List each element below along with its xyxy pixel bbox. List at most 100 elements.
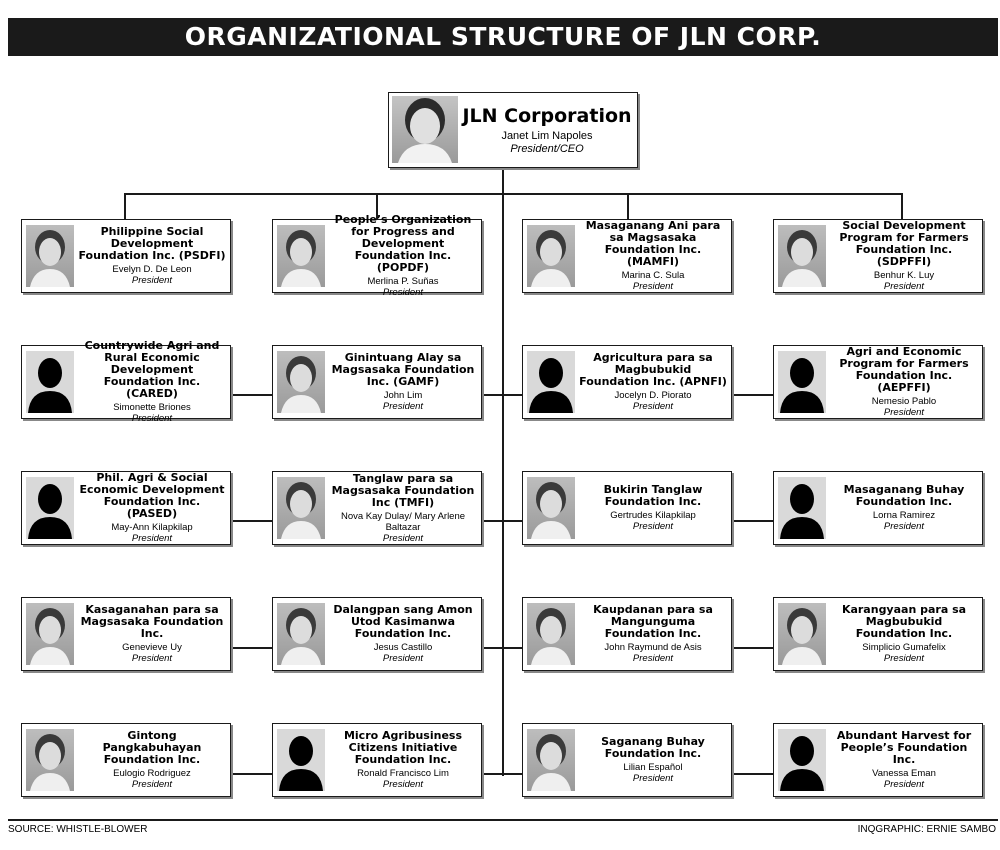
row-line-4 (230, 647, 774, 649)
trunk-line (502, 168, 504, 776)
president-role: President (131, 275, 173, 286)
foundation-box: Kaupdanan para sa Mangunguma Foundation … (522, 597, 732, 671)
president-name: Simonette Briones (113, 402, 191, 413)
foundation-name: Philippine Social Development Foundation… (78, 225, 226, 262)
foundation-name: Dalangpan sang Amon Utod Kasimanwa Found… (333, 603, 473, 640)
foundation-box: Dalangpan sang Amon Utod Kasimanwa Found… (272, 597, 482, 671)
president-name: Marina C. Sula (621, 270, 685, 281)
footer-rule (8, 819, 998, 821)
president-name: Genevieve Uy (122, 642, 182, 653)
foundation-box: Tanglaw para sa Magsasaka Foundation Inc… (272, 471, 482, 545)
silhouette-icon (527, 351, 575, 413)
portrait-photo (26, 729, 74, 791)
foundation-name: Karangyaan para sa Magbubukid Foundation… (841, 603, 967, 640)
ceo-person-name: Janet Lim Napoles (501, 129, 593, 142)
row-line-3 (230, 520, 774, 522)
foundation-box: Phil. Agri & Social Economic Development… (21, 471, 231, 545)
foundation-name: Abundant Harvest for People’s Foundation… (836, 729, 972, 766)
president-role: President (382, 401, 424, 412)
president-name: Simplicio Gumafelix (862, 642, 946, 653)
portrait-photo (26, 225, 74, 287)
foundation-box: Saganang Buhay Foundation Inc. Lilian Esp… (522, 723, 732, 797)
foundation-box: Social Development Program for Farmers F… (773, 219, 983, 293)
ceo-role: President/CEO (510, 142, 584, 155)
silhouette-icon (26, 477, 74, 539)
foundation-name: Agricultura para sa Magbubukid Foundatio… (579, 351, 727, 388)
president-name: Jocelyn D. Piorato (614, 390, 692, 401)
foundation-box: Gintong Pangkabuhayan Foundation Inc. Eul… (21, 723, 231, 797)
drop-line-col3 (627, 193, 629, 219)
drop-line-col2 (376, 193, 378, 219)
foundation-name: Agri and Economic Program for Farmers Fo… (839, 345, 969, 394)
foundation-box: Agri and Economic Program for Farmers Fo… (773, 345, 983, 419)
foundation-name: Saganang Buhay Foundation Inc. (601, 735, 705, 760)
foundation-box: Abundant Harvest for People’s Foundation… (773, 723, 983, 797)
source-credit: SOURCE: WHISTLE-BLOWER (8, 824, 148, 835)
foundation-name: Ginintuang Alay sa Magsasaka Foundation … (331, 351, 475, 388)
foundation-box: Philippine Social Development Foundation… (21, 219, 231, 293)
portrait-photo (26, 603, 74, 665)
page-title: ORGANIZATIONAL STRUCTURE OF JLN CORP. (8, 18, 998, 56)
foundation-box: Countrywide Agri and Rural Economic Deve… (21, 340, 231, 424)
foundation-box: People’s Organization for Progress and D… (272, 214, 482, 298)
president-role: President (382, 532, 424, 544)
president-name: Lorna Ramirez (872, 510, 936, 521)
foundation-name: Gintong Pangkabuhayan Foundation Inc. (102, 729, 202, 766)
president-role: President (382, 653, 424, 664)
foundation-box: Kasaganahan para sa Magsasaka Foundation… (21, 597, 231, 671)
foundation-name: People’s Organization for Progress and D… (334, 213, 472, 274)
president-role: President (632, 773, 674, 784)
foundation-box: Bukirin Tanglaw Foundation Inc. Gertrudes… (522, 471, 732, 545)
president-name: John Raymund de Asis (604, 642, 702, 653)
portrait-photo (778, 225, 826, 287)
silhouette-icon (26, 351, 74, 413)
president-name: Gertrudes Kilapkilap (610, 510, 696, 521)
president-name: Lilian Español (623, 762, 683, 773)
portrait-photo (778, 603, 826, 665)
foundation-name: Bukirin Tanglaw Foundation Inc. (603, 483, 703, 508)
portrait-photo (277, 351, 325, 413)
silhouette-icon (778, 477, 826, 539)
president-role: President (131, 533, 173, 544)
silhouette-icon (778, 729, 826, 791)
drop-line-col4 (901, 193, 903, 219)
president-role: President (632, 281, 674, 292)
portrait-photo (527, 603, 575, 665)
president-role: President (382, 779, 424, 790)
ceo-portrait (392, 96, 458, 163)
row-line-5 (230, 773, 774, 775)
president-name: John Lim (383, 390, 423, 401)
president-name: Nemesio Pablo (871, 396, 937, 407)
president-name: Nova Kay Dulay/ Mary Arlene Baltazar (340, 510, 466, 533)
president-role: President (131, 779, 173, 790)
president-name: Ronald Francisco Lim (357, 768, 449, 779)
foundation-name: Masaganang Ani para sa Magsasaka Foundat… (585, 219, 721, 268)
portrait-photo (527, 477, 575, 539)
ceo-box: JLN Corporation Janet Lim Napoles Presid… (388, 92, 638, 168)
president-name: Evelyn D. De Leon (112, 264, 192, 275)
portrait-photo (527, 729, 575, 791)
portrait-photo (277, 477, 325, 539)
president-role: President (883, 521, 925, 532)
portrait-photo (277, 225, 325, 287)
foundation-box: Karangyaan para sa Magbubukid Foundation… (773, 597, 983, 671)
silhouette-icon (277, 729, 325, 791)
foundation-box: Agricultura para sa Magbubukid Foundatio… (522, 345, 732, 419)
president-role: President (131, 413, 173, 424)
president-name: Jesus Castillo (373, 642, 433, 653)
foundation-name: Masaganang Buhay Foundation Inc. (843, 483, 965, 508)
top-branch-line (124, 193, 903, 195)
foundation-name: Phil. Agri & Social Economic Development… (79, 471, 225, 520)
foundation-box: Micro Agribusiness Citizens Initiative F… (272, 723, 482, 797)
president-name: Vanessa Eman (872, 768, 936, 779)
president-role: President (883, 779, 925, 790)
president-name: Benhur K. Luy (873, 270, 935, 281)
foundation-name: Kaupdanan para sa Mangunguma Foundation … (593, 603, 713, 640)
foundation-name: Kasaganahan para sa Magsasaka Foundation… (80, 603, 224, 640)
president-role: President (883, 653, 925, 664)
foundation-name: Social Development Program for Farmers F… (839, 219, 969, 268)
president-role: President (382, 287, 424, 298)
president-role: President (632, 521, 674, 532)
foundation-box: Ginintuang Alay sa Magsasaka Foundation … (272, 345, 482, 419)
president-name: Eulogio Rodriguez (113, 768, 191, 779)
